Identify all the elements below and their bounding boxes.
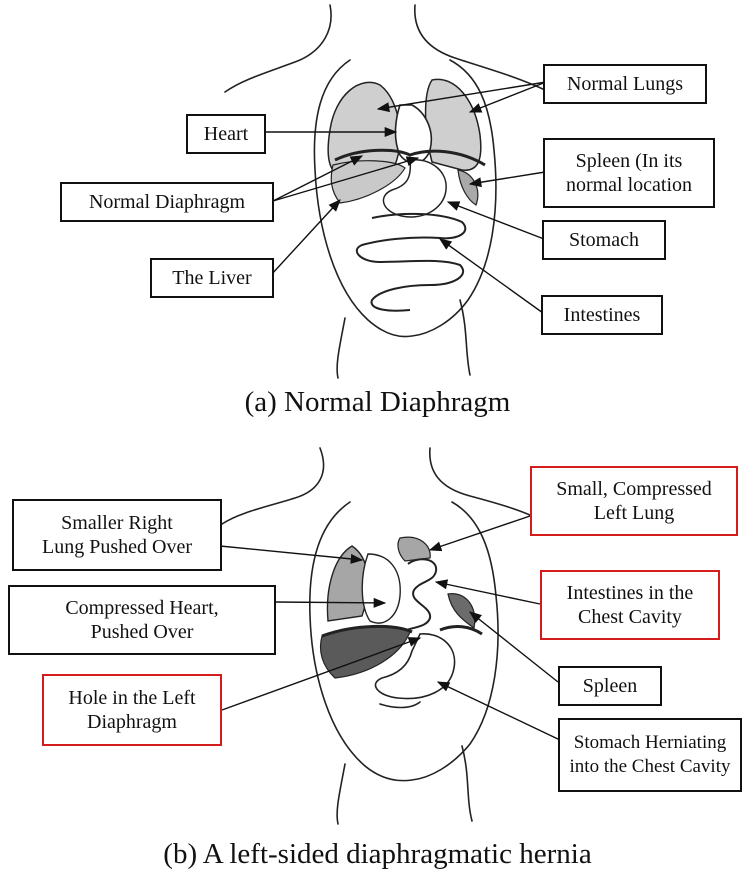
small-left-lung-shape <box>398 537 430 561</box>
caption-panel-a: (a) Normal Diaphragm <box>0 386 755 419</box>
liver-leader <box>271 200 340 275</box>
spleen-shape <box>458 170 478 205</box>
label-stomach-herniating-line1: Stomach Herniating <box>574 731 727 755</box>
intestines-shape <box>357 214 466 311</box>
label-intestines: Intestines <box>541 295 663 335</box>
panel-diaphragmatic-hernia: Smaller Right Lung Pushed Over Small, Co… <box>0 446 755 892</box>
left-lung-shape <box>426 79 481 170</box>
normal-lungs-leader-left <box>470 82 546 112</box>
label-compressed-heart-line1: Compressed Heart, <box>65 596 218 620</box>
label-hole-left-diaphragm-line2: Diaphragm <box>87 710 177 734</box>
label-the-liver: The Liver <box>150 258 274 298</box>
label-intestines-in-chest-line2: Chest Cavity <box>578 605 682 629</box>
intestines-leader <box>440 239 543 313</box>
label-hole-left-diaphragm-line1: Hole in the Left <box>68 686 195 710</box>
label-stomach: Stomach <box>542 220 666 260</box>
lower-stomach-curve <box>380 702 420 708</box>
label-normal-lungs: Normal Lungs <box>543 64 707 104</box>
label-compressed-heart: Compressed Heart, Pushed Over <box>8 585 276 655</box>
label-compressed-heart-line2: Pushed Over <box>91 620 194 644</box>
caption-panel-b: (b) A left-sided diaphragmatic hernia <box>0 838 755 871</box>
label-spleen: Spleen <box>558 666 662 706</box>
label-smaller-right-lung: Smaller Right Lung Pushed Over <box>12 499 222 571</box>
spleen-leader <box>470 172 545 184</box>
right-lung-leader <box>220 546 362 560</box>
label-hole-left-diaphragm: Hole in the Left Diaphragm <box>42 674 222 746</box>
label-spleen-normal-line2: normal location <box>566 173 692 197</box>
heart-leader-hernia <box>275 602 385 603</box>
label-stomach-herniating: Stomach Herniating into the Chest Cavity <box>558 718 742 792</box>
label-small-compressed-left-lung-line2: Left Lung <box>594 501 675 525</box>
label-spleen-normal-line1: Spleen (In its <box>576 149 683 173</box>
label-spleen-normal: Spleen (In its normal location <box>543 138 715 208</box>
label-normal-diaphragm: Normal Diaphragm <box>60 182 274 222</box>
left-lung-leader <box>430 516 530 550</box>
label-small-compressed-left-lung-line1: Small, Compressed <box>556 477 712 501</box>
label-heart: Heart <box>186 114 266 154</box>
label-smaller-right-lung-line2: Lung Pushed Over <box>42 535 192 559</box>
compressed-heart-shape <box>362 554 400 623</box>
label-intestines-in-chest: Intestines in the Chest Cavity <box>540 570 720 640</box>
liver-shape-hernia <box>321 627 410 678</box>
stomach-herniating-leader <box>438 682 560 740</box>
label-smaller-right-lung-line1: Smaller Right <box>61 511 173 535</box>
label-stomach-herniating-line2: into the Chest Cavity <box>570 755 731 779</box>
panel-normal-diaphragm: Heart Normal Lungs Spleen (In its normal… <box>0 0 755 440</box>
spleen-shape-hernia <box>448 594 475 628</box>
label-small-compressed-left-lung: Small, Compressed Left Lung <box>530 466 738 536</box>
label-intestines-in-chest-line1: Intestines in the <box>567 581 694 605</box>
intestines-in-chest-shape <box>398 559 436 636</box>
